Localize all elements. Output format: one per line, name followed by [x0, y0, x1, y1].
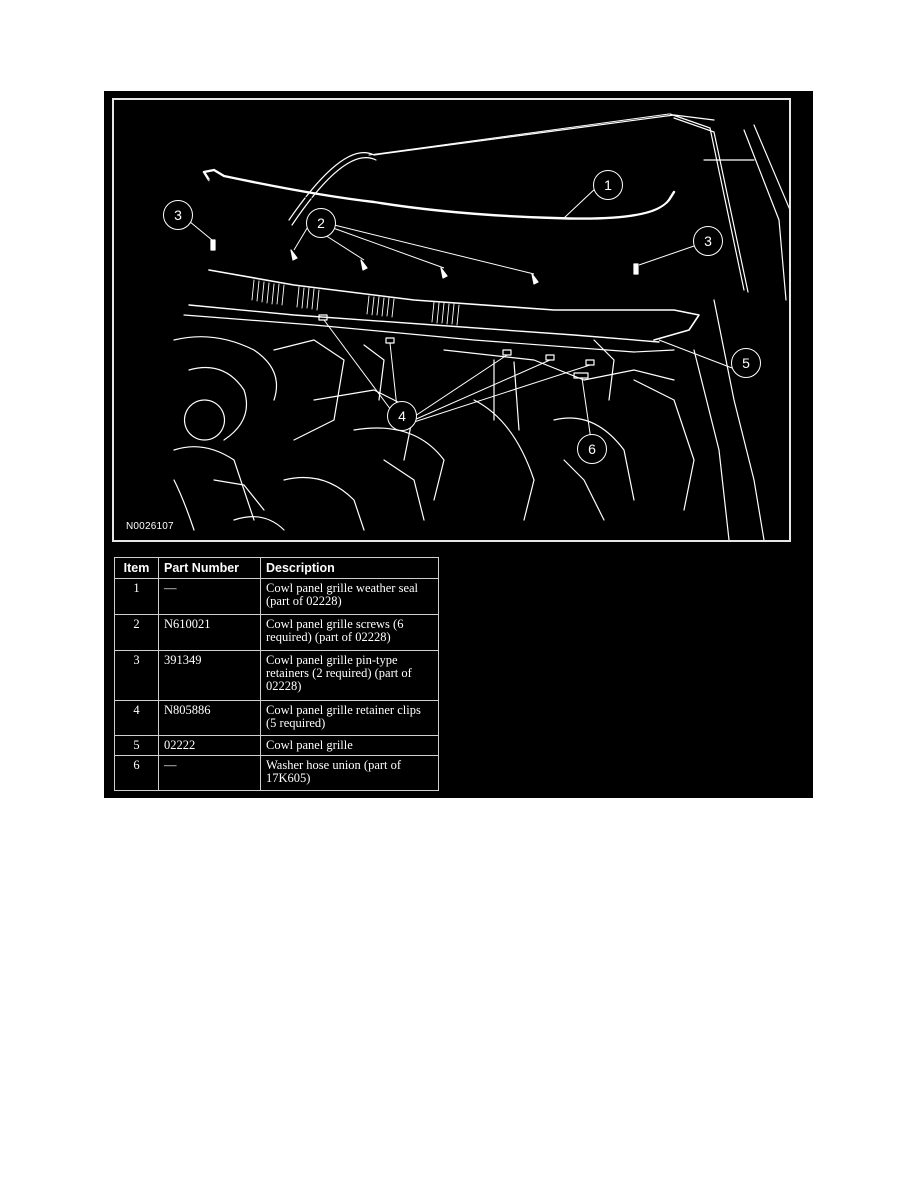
cell-description: Cowl panel grille: [260, 735, 439, 756]
header-description: Description: [260, 557, 439, 579]
cell-item: 4: [114, 700, 159, 736]
callout-3-left: 3: [163, 200, 193, 230]
table-row: 3 391349 Cowl panel grille pin-type reta…: [114, 650, 439, 701]
callout-5: 5: [731, 348, 761, 378]
callout-2: 2: [306, 208, 336, 238]
table-row: 4 N805886 Cowl panel grille retainer cli…: [114, 700, 439, 736]
cell-part-number: N805886: [158, 700, 261, 736]
header-item: Item: [114, 557, 159, 579]
cell-item: 2: [114, 614, 159, 651]
illustration-linework: [173, 113, 789, 540]
cell-item: 1: [114, 578, 159, 615]
table-header-row: Item Part Number Description: [114, 557, 439, 579]
cell-description: Cowl panel grille weather seal (part of …: [260, 578, 439, 615]
cell-description: Cowl panel grille retainer clips (5 requ…: [260, 700, 439, 736]
cell-part-number: —: [158, 578, 261, 615]
cell-description: Washer hose union (part of 17K605): [260, 755, 439, 791]
cell-part-number: 391349: [158, 650, 261, 701]
cell-item: 6: [114, 755, 159, 791]
cell-item: 5: [114, 735, 159, 756]
callout-1: 1: [593, 170, 623, 200]
cell-part-number: 02222: [158, 735, 261, 756]
cell-part-number: —: [158, 755, 261, 791]
callout-6: 6: [577, 434, 607, 464]
parts-table: Item Part Number Description 1 — Cowl pa…: [114, 557, 439, 791]
cell-description: Cowl panel grille pin-type retainers (2 …: [260, 650, 439, 701]
figure-id-label: N0026107: [126, 521, 174, 532]
table-row: 2 N610021 Cowl panel grille screws (6 re…: [114, 614, 439, 651]
header-part-number: Part Number: [158, 557, 261, 579]
cell-item: 3: [114, 650, 159, 701]
table-row: 1 — Cowl panel grille weather seal (part…: [114, 578, 439, 615]
cowl-panel-illustration: 1 2 3 3 4 5 6 N0026107: [112, 98, 791, 542]
cell-part-number: N610021: [158, 614, 261, 651]
callout-3-right: 3: [693, 226, 723, 256]
figure-container: 1 2 3 3 4 5 6 N0026107 Item Part Number …: [104, 91, 813, 798]
callout-4: 4: [387, 401, 417, 431]
table-row: 6 — Washer hose union (part of 17K605): [114, 755, 439, 791]
table-row: 5 02222 Cowl panel grille: [114, 735, 439, 756]
cell-description: Cowl panel grille screws (6 required) (p…: [260, 614, 439, 651]
